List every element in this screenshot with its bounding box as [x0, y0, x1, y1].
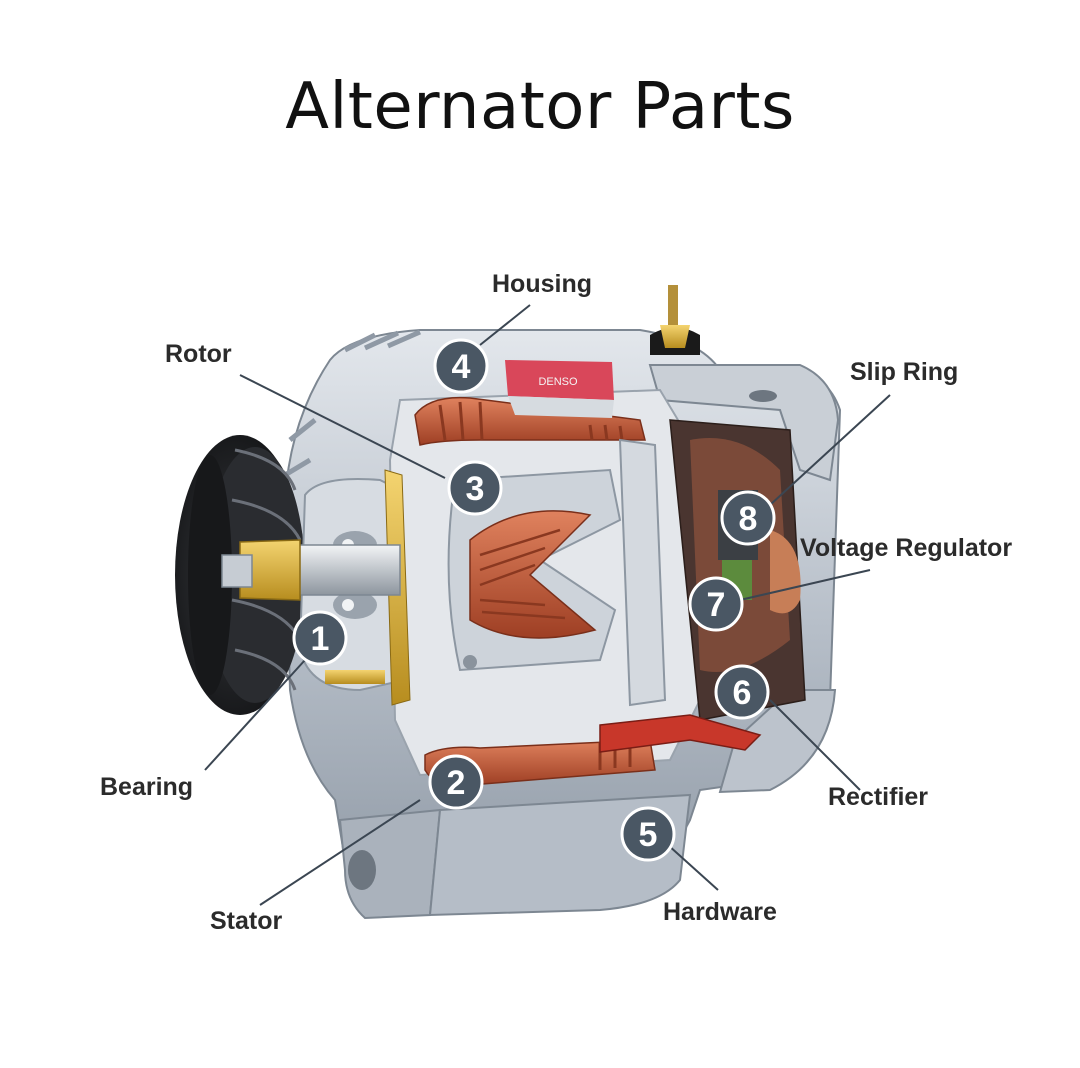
label-rectifier: Rectifier [828, 783, 929, 811]
badge-3-number: 3 [466, 470, 485, 508]
badge-7: 7 [688, 576, 744, 632]
badge-5: 5 [620, 806, 676, 862]
front-bearing [221, 469, 411, 706]
brand-plate: DENSO [505, 360, 614, 418]
label-stator: Stator [210, 907, 283, 935]
label-hardware: Hardware [663, 898, 777, 926]
part-badges: 1 2 3 4 5 6 7 8 [292, 338, 776, 862]
leader-line-hardware [667, 844, 719, 891]
label-rotor: Rotor [165, 340, 232, 368]
page-title: Alternator Parts [285, 70, 795, 144]
badge-2: 2 [428, 754, 484, 810]
leader-line-housing [479, 304, 531, 346]
badge-2-number: 2 [447, 764, 466, 802]
badge-1-number: 1 [311, 620, 330, 658]
leader-lines [204, 304, 891, 906]
leader-line-bearing [204, 659, 306, 771]
leader-line-stator [259, 799, 421, 906]
label-slip-ring: Slip Ring [850, 358, 959, 386]
badge-3: 3 [447, 460, 503, 516]
brand-plate-text: DENSO [538, 376, 578, 388]
badge-6: 6 [714, 664, 770, 720]
leader-line-rotor [239, 374, 446, 479]
badge-8-number: 8 [739, 500, 758, 538]
badge-1: 1 [292, 610, 348, 666]
leader-line-rectifier [769, 699, 861, 791]
badge-6-number: 6 [733, 674, 752, 712]
leader-line-slip-ring [769, 394, 891, 506]
badge-4-number: 4 [452, 348, 471, 386]
badge-8: 8 [720, 490, 776, 546]
terminal-stud [650, 285, 700, 355]
label-voltage-regulator: Voltage Regulator [800, 534, 1013, 562]
badge-4: 4 [433, 338, 489, 394]
label-housing: Housing [492, 270, 592, 298]
label-bearing: Bearing [100, 773, 194, 801]
badge-5-number: 5 [639, 816, 658, 854]
leader-line-voltage-regulator [739, 569, 871, 601]
badge-7-number: 7 [707, 586, 726, 624]
